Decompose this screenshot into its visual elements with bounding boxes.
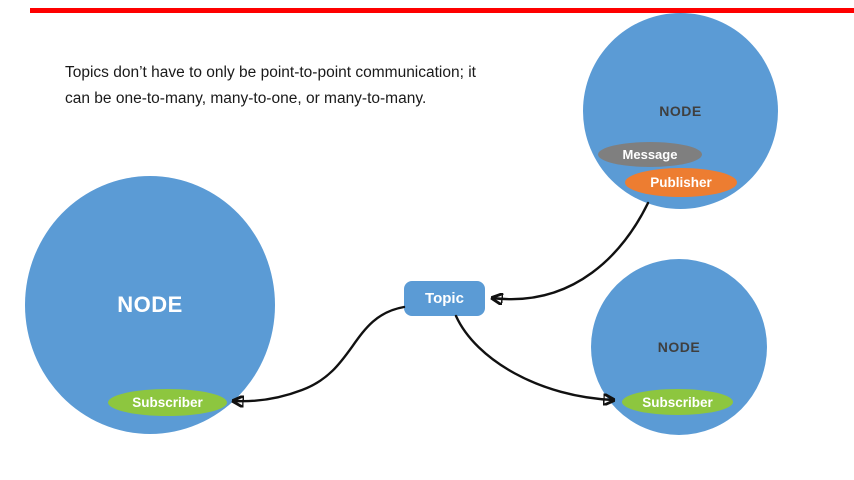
publisher-pill: Publisher	[625, 168, 737, 197]
subscriber-label-right: Subscriber	[642, 394, 713, 410]
subscriber-pill-left: Subscriber	[108, 389, 227, 416]
subscriber-label-left: Subscriber	[132, 395, 203, 410]
node-bottom-right-label: NODE	[657, 339, 701, 355]
topic-box: Topic	[404, 281, 485, 316]
node-top-right-label: NODE	[659, 103, 702, 119]
message-pill: Message	[598, 142, 702, 167]
arrow-topic-to-right-subscriber	[454, 314, 614, 400]
caption-line2: can be one-to-many, many-to-one, or many…	[65, 90, 427, 107]
subscriber-pill-right: Subscriber	[622, 389, 733, 415]
caption-line1: Topics don’t have to only be point-to-po…	[65, 64, 476, 81]
caption: Topics don’t have to only be point-to-po…	[65, 60, 495, 112]
top-red-bar	[30, 8, 854, 13]
node-left-label: NODE	[117, 292, 183, 317]
message-label: Message	[622, 147, 678, 162]
publisher-label: Publisher	[650, 175, 712, 190]
topic-label: Topic	[425, 290, 464, 307]
